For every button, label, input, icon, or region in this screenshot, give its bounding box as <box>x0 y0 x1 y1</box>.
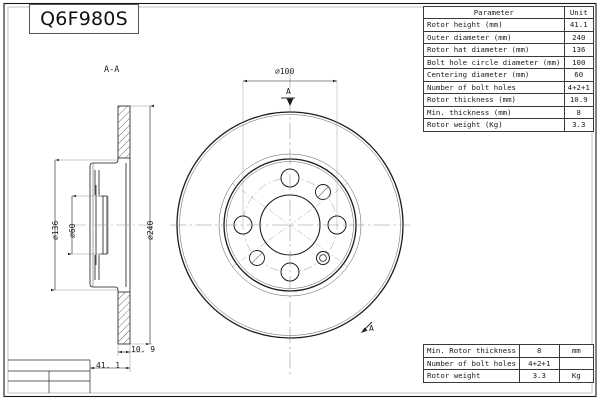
param-name: Centering diameter (mm) <box>423 68 565 82</box>
section-arrow-bottom-label: A <box>369 324 374 333</box>
param-name: Rotor hat diameter (mm) <box>423 43 565 57</box>
summary-label: Number of bolt holes <box>423 356 520 371</box>
table-row: Rotor hat diameter (mm) 136 <box>423 43 594 57</box>
bolt-holes-secondary <box>249 184 331 266</box>
table-row: Rotor weight (Kg) 3.3 <box>423 118 594 132</box>
summary-value: 8 <box>519 344 560 358</box>
section-view-label: A-A <box>104 65 120 75</box>
param-name: Outer diameter (mm) <box>423 30 565 45</box>
param-value: 4+2+1 <box>563 80 594 95</box>
section-arrow-top-label: A <box>286 87 291 96</box>
table-row: Rotor height (mm) 41.1 <box>423 18 594 32</box>
locating-hole <box>316 251 330 265</box>
dim-rotor-hat-diameter <box>50 158 118 292</box>
table-row: Number of bolt holes 4+2+1 <box>423 356 595 371</box>
part-number-box: Q6F980S <box>29 4 139 34</box>
param-name: Min. thickness (mm) <box>423 105 565 120</box>
summary-label: Rotor weight <box>423 369 520 383</box>
summary-unit <box>558 356 595 371</box>
section-arrow-top <box>281 97 295 106</box>
dim-bolt-circle-diameter <box>242 79 338 230</box>
dim-label-bolt-circle: ⌀100 <box>275 67 295 76</box>
param-value: 41.1 <box>563 18 594 32</box>
table-row: Centering diameter (mm) 60 <box>423 68 594 82</box>
section-view-aa <box>72 105 150 345</box>
summary-table: Min. Rotor thickness 8 mm Number of bolt… <box>423 344 595 383</box>
dim-label-height: 41. 1 <box>96 361 121 370</box>
dim-label-rotor-hat: ⌀136 <box>51 220 60 240</box>
parameter-table: Parameter Unit Rotor height (mm) 41.1 Ou… <box>423 5 594 132</box>
param-value: 240 <box>563 30 594 45</box>
summary-label: Min. Rotor thickness <box>423 344 520 358</box>
bolt-holes-main <box>233 168 347 282</box>
summary-unit: Kg <box>558 369 595 383</box>
summary-value: 4+2+1 <box>519 356 560 371</box>
param-value: 60 <box>563 68 594 82</box>
table-row: Rotor weight 3.3 Kg <box>423 369 595 383</box>
dim-label-thickness: 10. 9 <box>131 345 156 354</box>
param-name: Rotor thickness (mm) <box>423 93 565 107</box>
part-number-label: Q6F980S <box>40 7 128 30</box>
summary-unit: mm <box>558 344 595 358</box>
param-value: 136 <box>563 43 594 57</box>
front-view-rotor-disc <box>170 72 410 378</box>
param-name: Rotor height (mm) <box>423 18 565 32</box>
param-value: 8 <box>563 105 594 120</box>
param-value: 3.3 <box>563 118 594 132</box>
summary-value: 3.3 <box>519 369 560 383</box>
table-header-row: Parameter Unit <box>423 5 594 20</box>
table-row: Rotor thickness (mm) 10.9 <box>423 93 594 107</box>
table-row: Min. thickness (mm) 8 <box>423 105 594 120</box>
param-header-parameter: Parameter <box>423 5 565 20</box>
table-row: Bolt hole circle diameter (mm) 100 <box>423 55 594 70</box>
table-row: Outer diameter (mm) 240 <box>423 30 594 45</box>
title-block-grid <box>8 359 91 393</box>
param-name: Rotor weight (Kg) <box>423 118 565 132</box>
table-row: Min. Rotor thickness 8 mm <box>423 344 595 358</box>
table-row: Number of bolt holes 4+2+1 <box>423 80 594 95</box>
param-value: 100 <box>563 55 594 70</box>
dim-label-outer: ⌀240 <box>146 220 155 240</box>
param-name: Number of bolt holes <box>423 80 565 95</box>
param-name: Bolt hole circle diameter (mm) <box>423 55 565 70</box>
param-header-unit: Unit <box>563 5 594 20</box>
param-value: 10.9 <box>563 93 594 107</box>
dim-label-centering: ⌀60 <box>68 223 77 238</box>
